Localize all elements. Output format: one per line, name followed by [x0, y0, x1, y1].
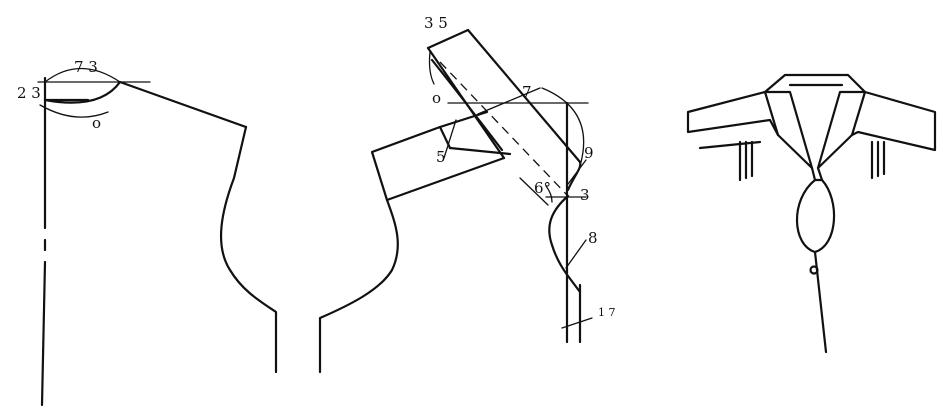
label-7: 7: [522, 83, 532, 101]
label-angle: 6°: [534, 179, 551, 197]
left-neckline-curve: [43, 80, 122, 104]
left-bodice-draft: 7 3 2 3 o: [17, 58, 278, 407]
middle-label-circle: o: [432, 89, 441, 107]
shirt-sketch: [686, 73, 937, 354]
angle-arc: [545, 185, 553, 203]
left-circle-arc: [39, 104, 109, 118]
left-label-width: 7 3: [74, 58, 98, 76]
leader-line-5: [443, 119, 457, 159]
tick-17: [561, 317, 593, 329]
collar-top-end: [426, 28, 470, 50]
label-9: 9: [584, 144, 594, 162]
label-17: 1 7: [598, 306, 616, 319]
left-shoulder-sleeve: [686, 90, 780, 137]
middle-shoulder-lower-line: [385, 156, 506, 202]
middle-arc-9: [541, 87, 585, 167]
left-label-circle: o: [92, 114, 101, 132]
tie-knot: [810, 166, 824, 182]
collar-neck-curve: [430, 58, 504, 152]
collar-small-arc: [428, 51, 435, 85]
collar-right-point: [816, 90, 867, 170]
label-5: 5: [436, 148, 446, 166]
right-shoulder-sleeve: [850, 90, 937, 152]
left-shoulder-line: [118, 80, 248, 129]
front-lapel-curve: [548, 194, 582, 294]
collar-outer-edge: [466, 28, 582, 164]
label-8: 8: [588, 229, 598, 247]
left-center-line-lower: [40, 260, 47, 407]
label-35: 3 5: [424, 14, 448, 32]
leader-line-9: [567, 159, 587, 185]
collar-back-band: [763, 73, 867, 94]
shirt-button: [809, 265, 819, 275]
middle-diagonal-guide: [477, 87, 541, 115]
middle-shoulder-top: [438, 110, 489, 129]
left-sleeve-hem: [698, 140, 762, 150]
middle-armhole-curve: [318, 125, 442, 374]
left-width-arc: [44, 67, 121, 83]
middle-sleeve-collar-draft: 3 5 o 7 9 5 6° 3 8 1 7: [318, 14, 616, 374]
left-label-depth: 2 3: [17, 84, 41, 102]
collar-dashed-axis: [439, 61, 569, 197]
angle-guide-line: [519, 177, 549, 206]
leader-line-8: [565, 239, 587, 269]
label-3: 3: [580, 186, 590, 204]
left-armhole-curve: [219, 125, 278, 374]
collar-left-point: [763, 90, 814, 170]
tie-bow: [795, 178, 836, 254]
